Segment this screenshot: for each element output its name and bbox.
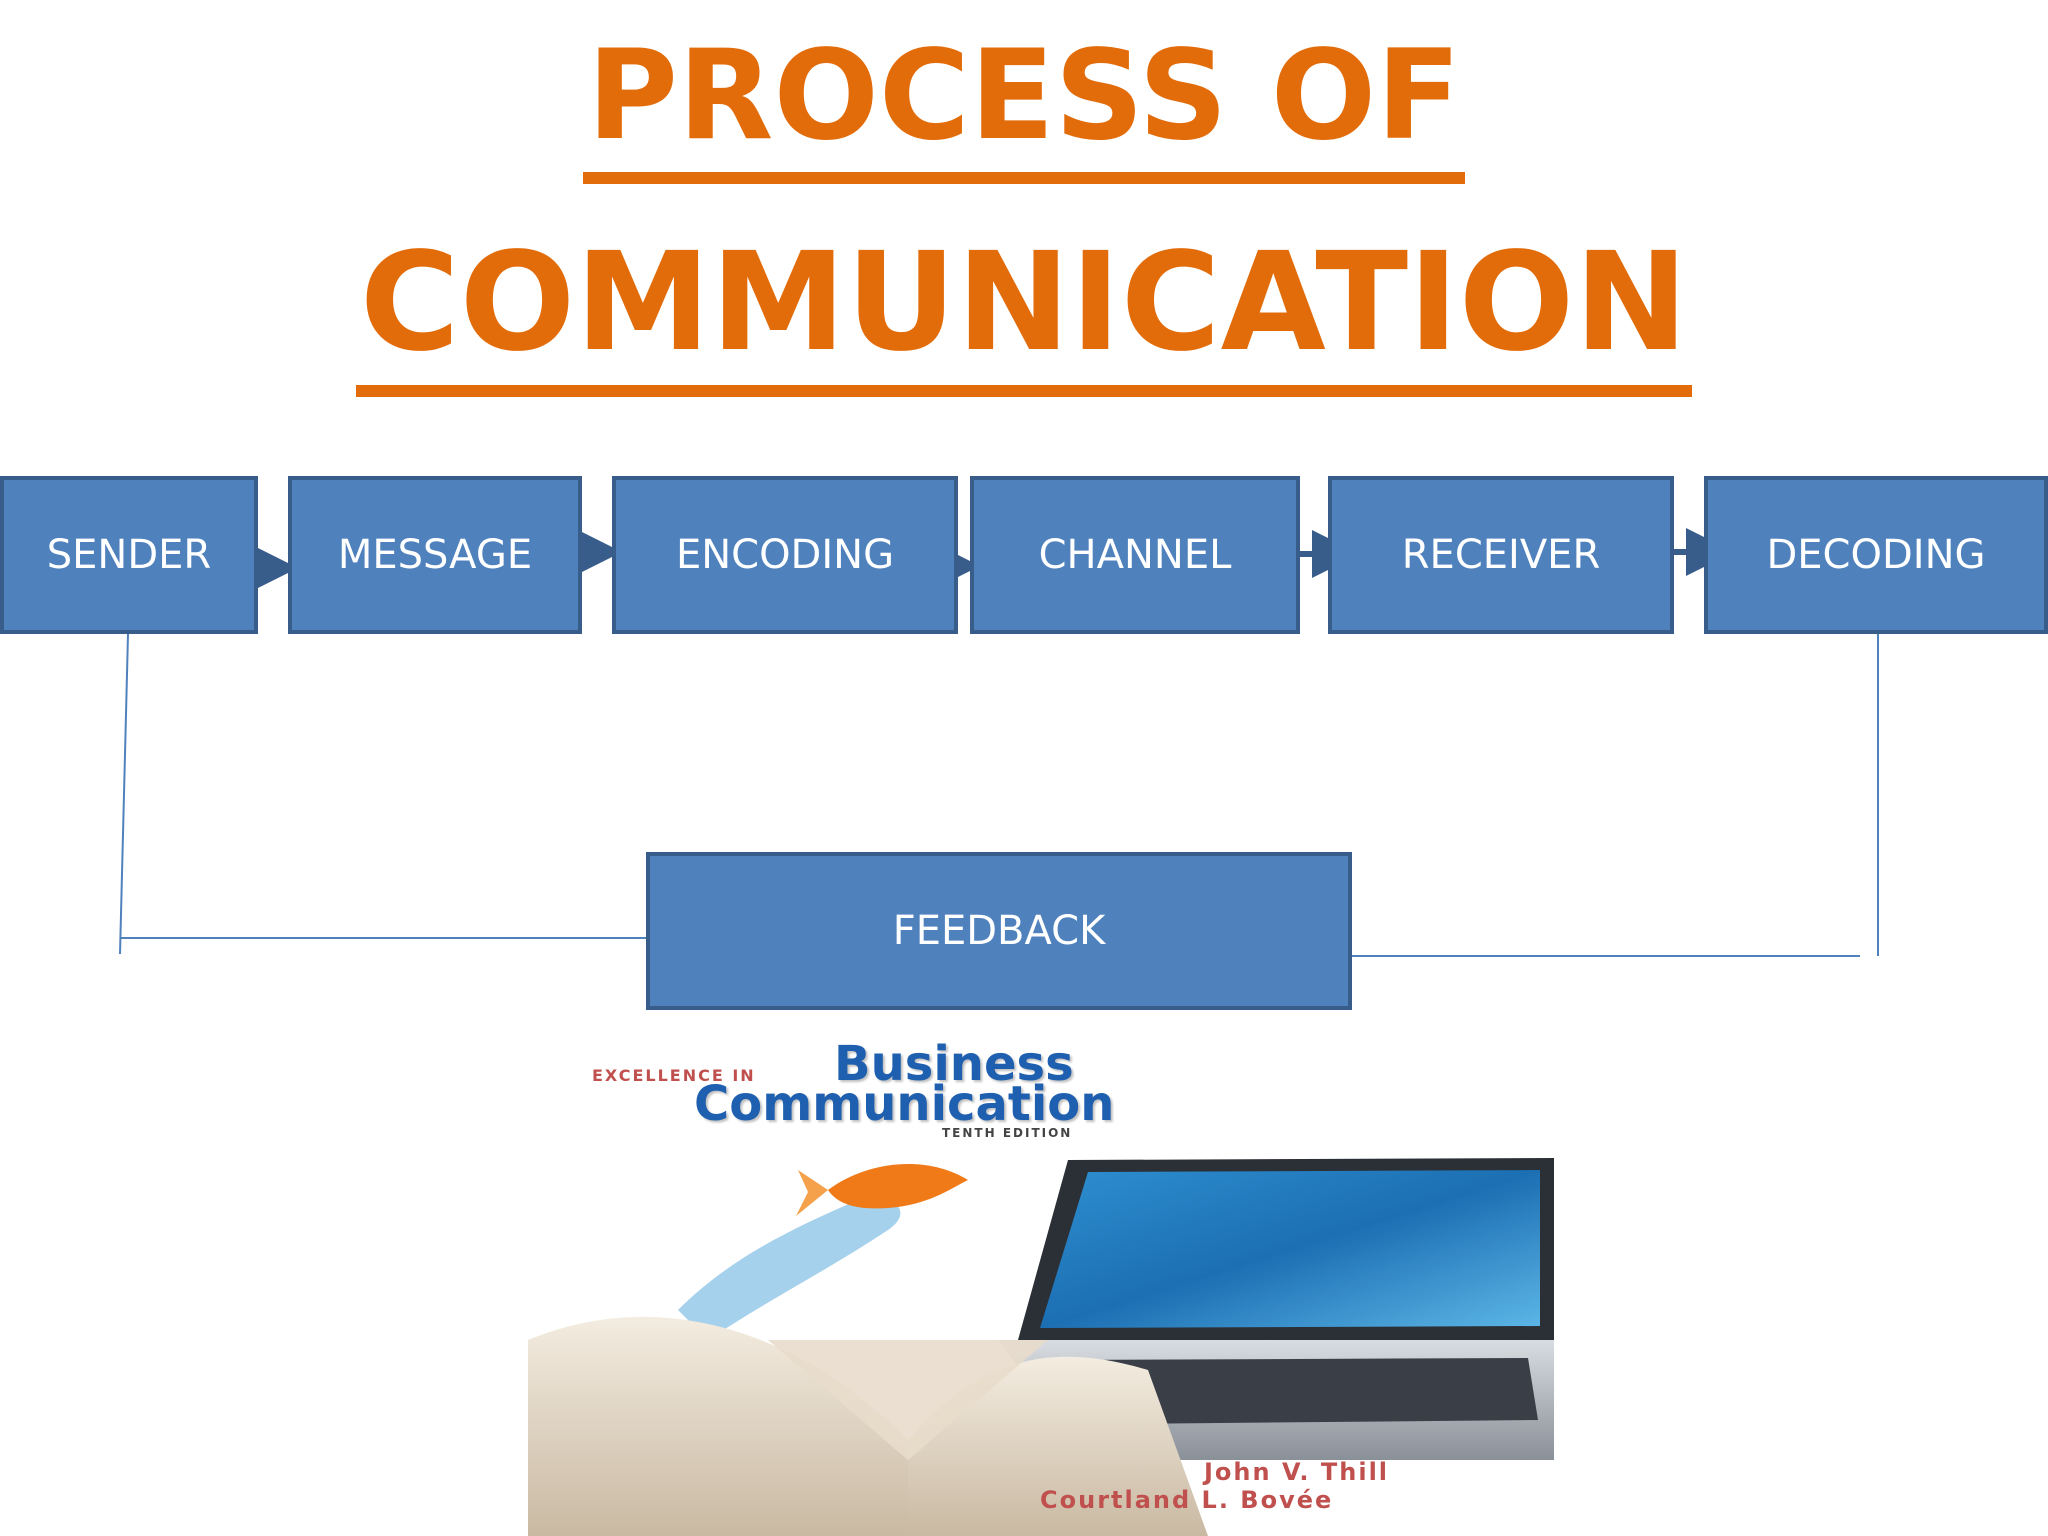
book-author-2: Courtland L. Bovée — [1040, 1486, 1334, 1514]
title-text-process-of: PROCESS OF — [583, 34, 1465, 184]
book-prefix: EXCELLENCE IN — [592, 1066, 756, 1085]
decoding-label: DECODING — [1766, 532, 1986, 578]
encoding-label: ENCODING — [675, 532, 895, 578]
book-author-1: John V. Thill — [1204, 1458, 1390, 1486]
goldfish-tail — [796, 1170, 828, 1216]
sender-label: SENDER — [46, 532, 212, 578]
title-text-communication: COMMUNICATION — [355, 235, 1693, 397]
encoding-box: ENCODING — [612, 476, 958, 634]
decoding-box: DECODING — [1704, 476, 2048, 634]
book-title-line-1: Business — [834, 1040, 1074, 1092]
page-title-line-2: COMMUNICATION — [0, 224, 2048, 397]
message-box: MESSAGE — [288, 476, 582, 634]
water-splash — [678, 1197, 901, 1340]
open-book-fan — [768, 1340, 1048, 1460]
receiver-box: RECEIVER — [1328, 476, 1674, 634]
sender-box: SENDER — [0, 476, 258, 634]
book-cover-image: EXCELLENCE IN Business Communication TEN… — [528, 1040, 1554, 1536]
feedback-label: FEEDBACK — [892, 908, 1106, 954]
open-book-right — [908, 1356, 1208, 1536]
laptop-keyboard — [1048, 1358, 1538, 1424]
message-label: MESSAGE — [337, 532, 533, 578]
book-title-line-2: Communication — [694, 1076, 1115, 1132]
channel-label: CHANNEL — [1038, 532, 1232, 578]
laptop-screen — [1040, 1170, 1540, 1328]
book-edition: TENTH EDITION — [942, 1126, 1073, 1140]
receiver-label: RECEIVER — [1401, 532, 1601, 578]
line-sender-down — [119, 633, 129, 955]
book-cover-art — [528, 1158, 1554, 1536]
feedback-box: FEEDBACK — [646, 852, 1352, 1010]
channel-box: CHANNEL — [970, 476, 1300, 634]
goldfish — [828, 1163, 968, 1209]
page-title-line-1: PROCESS OF — [0, 24, 2048, 184]
